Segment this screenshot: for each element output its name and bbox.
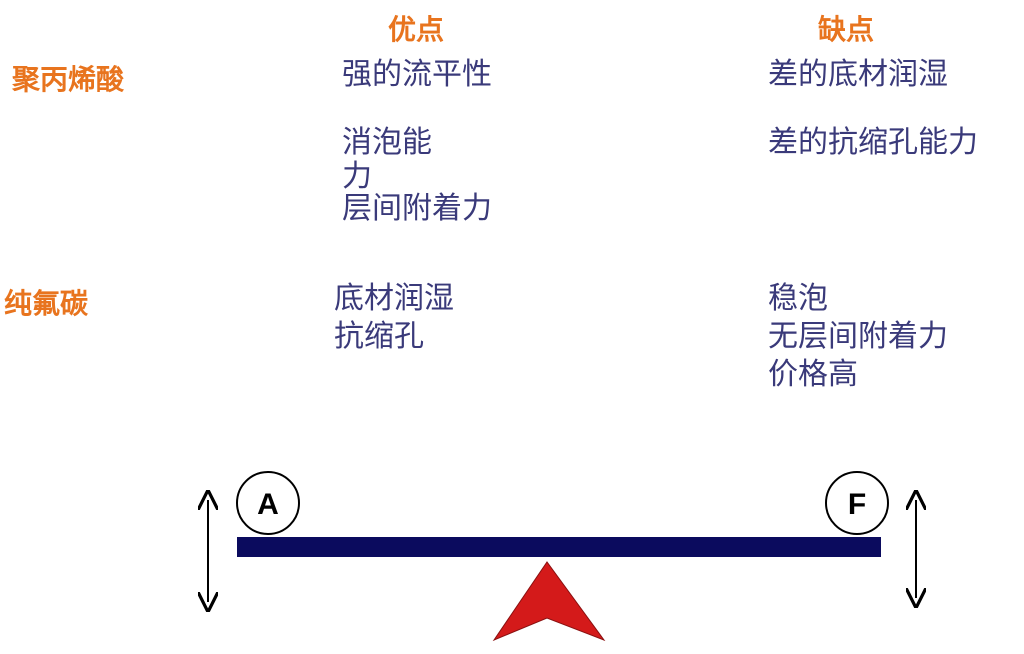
weight-f-label: F [848,488,866,521]
weight-a-label: A [257,488,279,521]
scale-beam [237,537,881,557]
advantage-item: 层间附着力 [342,191,492,226]
disadvantage-item: 差的抗缩孔能力 [768,125,978,160]
advantage-item: 力 [342,159,372,194]
disadvantages-fluorocarbon: 稳泡 无层间附着力 价格高 [768,280,948,394]
disadvantages-polyacrylic: 差的底材润湿 差的抗缩孔能力 [768,56,978,162]
header-advantages: 优点 [388,13,445,46]
disadvantage-item: 差的底材润湿 [768,57,948,92]
weight-f-circle [825,471,889,535]
advantage-item: 消泡能 [342,125,432,160]
advantages-fluorocarbon: 底材润湿 抗缩孔 [334,280,454,356]
advantage-item: 底材润湿 [334,281,454,316]
weight-a-circle [236,471,300,535]
disadvantage-item: 稳泡 [768,281,828,316]
advantage-item: 抗缩孔 [334,319,424,354]
row-label-fluorocarbon: 纯氟碳 [4,287,89,320]
advantage-item: 强的流平性 [342,57,492,92]
disadvantage-item: 价格高 [768,357,858,392]
header-disadvantages: 缺点 [818,13,875,46]
advantages-polyacrylic: 强的流平性 消泡能 力 层间附着力 [342,56,492,228]
row-label-polyacrylic: 聚丙烯酸 [12,63,125,96]
disadvantage-item: 无层间附着力 [768,319,948,354]
fulcrum-triangle [492,561,606,642]
